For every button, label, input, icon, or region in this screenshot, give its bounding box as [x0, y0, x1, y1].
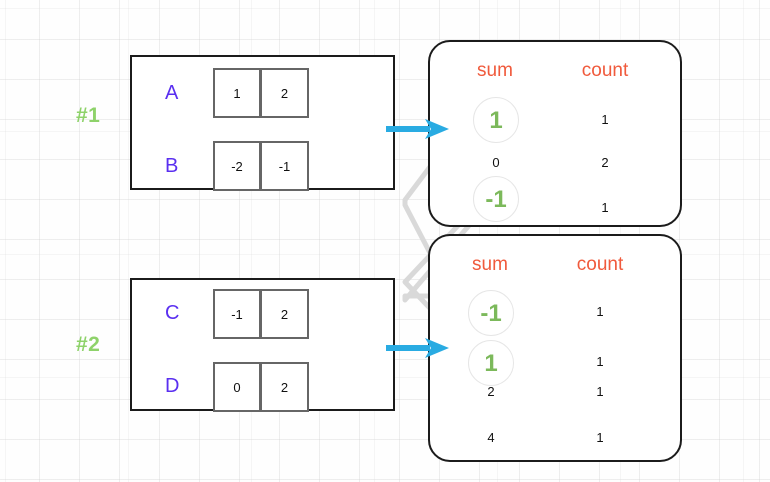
table-2-row-3-sum: 4 — [487, 430, 495, 445]
row-label-a: A — [165, 82, 179, 104]
table-2-row-2-count: 1 — [596, 384, 604, 399]
table-1-row-0-sum: 1 — [473, 97, 519, 143]
table-2-row-2-sum: 2 — [487, 384, 495, 399]
table-2-row-0-count: 1 — [596, 304, 604, 319]
table-2-row-3-count: 1 — [596, 430, 604, 445]
cell-pair-c: -1 2 — [213, 289, 309, 339]
group-label-1: #1 — [76, 104, 101, 127]
table-2-header-sum: sum — [472, 254, 508, 275]
cell-b-1: -1 — [261, 141, 309, 191]
cell-b-0: -2 — [213, 141, 261, 191]
table-1-row-1-sum: 0 — [492, 155, 500, 170]
table-2-row-0-sum: -1 — [468, 290, 514, 336]
table-1-row-2-count: 1 — [601, 200, 609, 215]
cell-pair-d: 0 2 — [213, 362, 309, 412]
cell-c-0: -1 — [213, 289, 261, 339]
table-2-row-1-sum: 1 — [468, 340, 514, 386]
row-label-c: C — [165, 302, 180, 324]
group-label-2: #2 — [76, 333, 101, 356]
row-label-b: B — [165, 155, 179, 177]
cell-pair-a: 1 2 — [213, 68, 309, 118]
cell-a-0: 1 — [213, 68, 261, 118]
table-1-header-count: count — [581, 60, 629, 81]
cell-d-1: 2 — [261, 362, 309, 412]
cell-d-0: 0 — [213, 362, 261, 412]
row-label-d: D — [165, 375, 180, 397]
table-1-row-1-count: 2 — [601, 155, 609, 170]
table-2-row-1-count: 1 — [596, 354, 604, 369]
table-2-header-count: count — [576, 254, 624, 275]
table-1-row-0-count: 1 — [601, 112, 609, 127]
cell-a-1: 2 — [261, 68, 309, 118]
table-1-row-2-sum: -1 — [473, 176, 519, 222]
cell-c-1: 2 — [261, 289, 309, 339]
cell-pair-b: -2 -1 — [213, 141, 309, 191]
table-1-header-sum: sum — [477, 60, 513, 81]
